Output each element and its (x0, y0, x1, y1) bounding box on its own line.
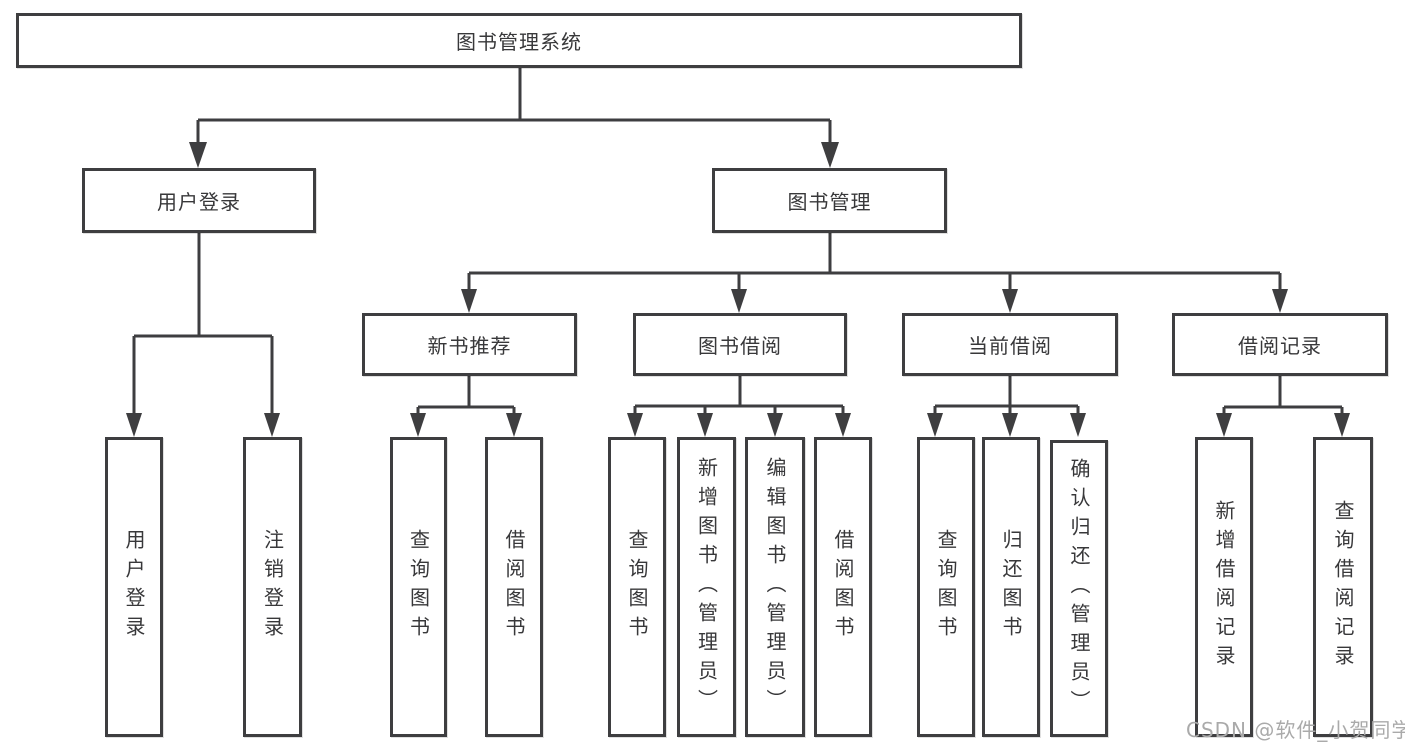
arrow-icon (1334, 413, 1350, 437)
arrow-icon (126, 413, 142, 437)
node-label: 查询图书 (934, 529, 958, 645)
node-label: 借阅图书 (502, 529, 526, 645)
arrow-icon (767, 413, 783, 437)
arrow-icon (506, 413, 522, 437)
arrow-icon (1272, 289, 1288, 313)
arrow-icon (189, 142, 207, 168)
leaf-add-borrow-record: 新增借阅记录 (1195, 437, 1253, 737)
arrow-icon (627, 413, 643, 437)
node-label: 新书推荐 (427, 334, 512, 358)
connector-current-borrow (933, 376, 1080, 415)
leaf-edit-books-admin: 编辑图书（管理员） (745, 437, 805, 737)
node-label: 确认归还（管理员） (1067, 458, 1091, 719)
arrow-icon (927, 413, 943, 437)
node-label: 用户登录 (122, 529, 146, 645)
leaf-query-books-3: 查询图书 (917, 437, 975, 737)
node-label: 查询图书 (625, 529, 649, 645)
leaf-borrow-books-2: 借阅图书 (814, 437, 872, 737)
csdn-watermark: CSDN @软件_小贺同学 (1186, 718, 1405, 742)
leaf-query-books-1: 查询图书 (390, 437, 447, 737)
node-label: 用户登录 (157, 190, 241, 214)
connector-new-book (416, 376, 516, 415)
node-label: 借阅记录 (1238, 334, 1322, 358)
node-label: 借阅图书 (831, 529, 855, 645)
node-label: 查询图书 (406, 529, 431, 645)
arrow-icon (821, 142, 839, 168)
leaf-confirm-return-admin: 确认归还（管理员） (1050, 440, 1108, 737)
node-user-login: 用户登录 (82, 168, 316, 233)
connector-book-management (467, 233, 1282, 291)
arrow-icon (1070, 413, 1086, 437)
node-label: 查询借阅记录 (1331, 500, 1355, 674)
node-label: 归还图书 (999, 529, 1023, 645)
node-book-borrow: 图书借阅 (633, 313, 847, 376)
arrow-icon (1002, 413, 1018, 437)
leaf-query-borrow-record: 查询借阅记录 (1313, 437, 1373, 737)
arrow-icon (697, 413, 713, 437)
arrow-icon (1002, 289, 1018, 313)
arrow-icon (835, 413, 851, 437)
node-borrow-records: 借阅记录 (1172, 313, 1388, 376)
leaf-logout: 注销登录 (243, 437, 302, 737)
node-book-management: 图书管理 (712, 168, 947, 233)
connector-user-login (132, 233, 274, 415)
node-new-book-recommend: 新书推荐 (362, 313, 577, 376)
leaf-user-login: 用户登录 (105, 437, 163, 737)
node-label: 图书管理 (787, 190, 872, 214)
node-library-management-system: 图书管理系统 (16, 13, 1022, 68)
node-label: 图书管理系统 (456, 30, 582, 54)
node-current-borrow: 当前借阅 (902, 313, 1118, 376)
node-label: 图书借阅 (698, 334, 782, 358)
connector-book-borrow (633, 376, 845, 415)
leaf-return-books: 归还图书 (982, 437, 1040, 737)
connector-borrow-records (1222, 376, 1344, 415)
arrow-icon (461, 289, 477, 313)
arrow-icon (731, 289, 747, 313)
node-label: 当前借阅 (968, 334, 1052, 358)
leaf-add-books-admin: 新增图书（管理员） (677, 437, 736, 737)
connector-root (196, 68, 832, 144)
leaf-borrow-books-1: 借阅图书 (485, 437, 543, 737)
node-label: 注销登录 (260, 529, 285, 645)
node-label: 编辑图书（管理员） (763, 456, 787, 718)
arrow-icon (410, 413, 426, 437)
arrow-icon (264, 413, 280, 437)
leaf-query-books-2: 查询图书 (608, 437, 666, 737)
arrow-icon (1216, 413, 1232, 437)
node-label: 新增借阅记录 (1212, 500, 1236, 674)
node-label: 新增图书（管理员） (694, 456, 719, 718)
